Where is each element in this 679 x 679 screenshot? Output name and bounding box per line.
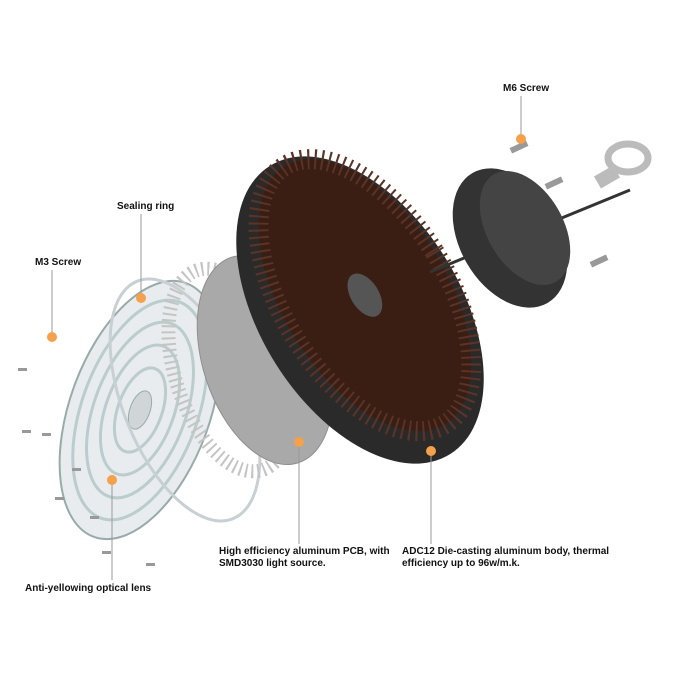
optical-lens (58, 279, 222, 541)
label-pcb-line2: SMD3030 light source. (219, 558, 326, 569)
callout-dots (47, 134, 526, 485)
label-pcb: High efficiency aluminum PCB, with SMD30… (219, 546, 390, 570)
label-body-line1: ADC12 Die-casting aluminum body, thermal (402, 546, 610, 557)
screws (18, 140, 609, 566)
label-pcb-line1: High efficiency aluminum PCB, with (219, 546, 390, 557)
heatsink-body (236, 149, 484, 464)
label-m6-screw: M6 Screw (503, 83, 550, 94)
leader-lines (51, 96, 522, 580)
label-sealing-ring: Sealing ring (117, 201, 175, 212)
driver-housing (429, 168, 631, 308)
label-body: ADC12 Die-casting aluminum body, thermal… (402, 546, 609, 570)
label-optical-lens: Anti-yellowing optical lens (25, 583, 152, 594)
label-body-line2: efficiency up to 96w/m.k. (402, 558, 520, 569)
label-m3-screw: M3 Screw (35, 257, 82, 268)
eye-bolt (593, 140, 652, 189)
